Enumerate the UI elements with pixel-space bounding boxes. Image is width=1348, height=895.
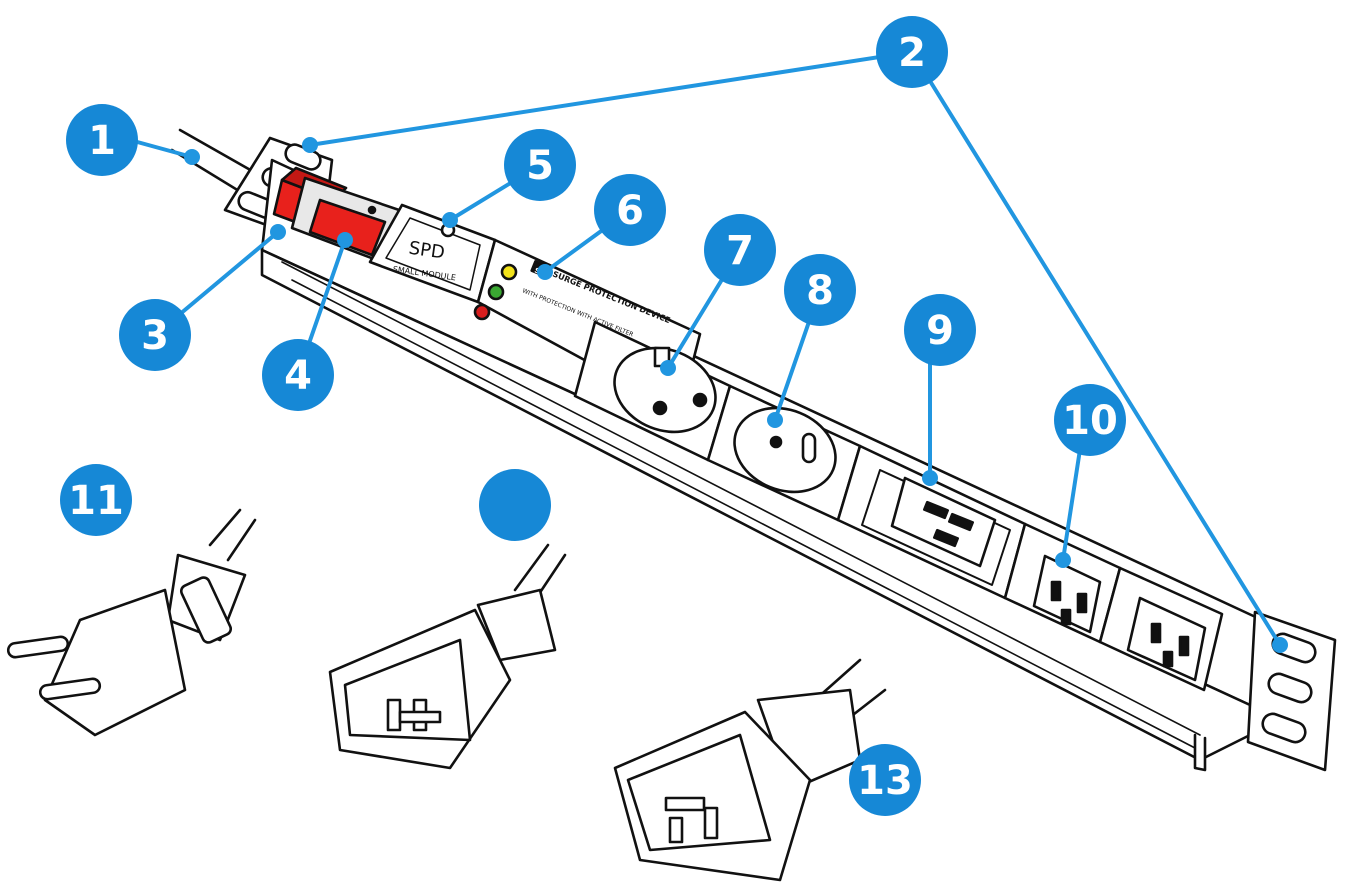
callout-4: 4 bbox=[262, 339, 334, 411]
callout-7: 7 bbox=[704, 214, 776, 286]
c13-socket-10 bbox=[1003, 522, 1122, 644]
callout-6: 6 bbox=[594, 174, 666, 246]
svg-text:7: 7 bbox=[726, 228, 754, 274]
svg-text:6: 6 bbox=[616, 188, 644, 234]
french-socket-8 bbox=[706, 384, 862, 522]
spd-label: SPD bbox=[407, 238, 446, 264]
c20-plug-13 bbox=[613, 658, 887, 882]
callout-3: 3 bbox=[119, 299, 191, 371]
svg-text:3: 3 bbox=[141, 313, 169, 359]
svg-text:4: 4 bbox=[284, 353, 312, 399]
svg-text:11: 11 bbox=[68, 478, 124, 524]
callout-9: 9 bbox=[904, 294, 976, 366]
callouts: 1 2 3 4 5 6 7 8 9 10 11 13 bbox=[60, 16, 1126, 816]
c19-socket-9 bbox=[836, 444, 1027, 600]
callout-12 bbox=[479, 469, 551, 541]
c13-socket-second bbox=[1098, 566, 1224, 692]
schuko-plug-11 bbox=[6, 508, 257, 737]
svg-text:10: 10 bbox=[1062, 398, 1118, 444]
leader-1 bbox=[128, 138, 194, 159]
callout-10: 10 bbox=[1054, 384, 1126, 456]
svg-text:9: 9 bbox=[926, 308, 954, 354]
leader-endpoints bbox=[184, 137, 1288, 653]
leader-2b bbox=[910, 50, 1282, 647]
c14-plug-12 bbox=[328, 543, 567, 770]
callout-11: 11 bbox=[60, 464, 132, 536]
svg-text:1: 1 bbox=[88, 118, 116, 164]
right-mounting-bracket bbox=[1246, 610, 1337, 772]
callout-1: 1 bbox=[66, 104, 138, 176]
svg-text:8: 8 bbox=[806, 268, 834, 314]
callout-5: 5 bbox=[504, 129, 576, 201]
leader-2a bbox=[308, 50, 914, 147]
svg-text:2: 2 bbox=[898, 30, 926, 76]
callout-13: 13 bbox=[849, 744, 921, 816]
callout-2: 2 bbox=[876, 16, 948, 88]
svg-text:5: 5 bbox=[526, 143, 554, 189]
callout-8: 8 bbox=[784, 254, 856, 326]
svg-text:13: 13 bbox=[857, 758, 913, 804]
